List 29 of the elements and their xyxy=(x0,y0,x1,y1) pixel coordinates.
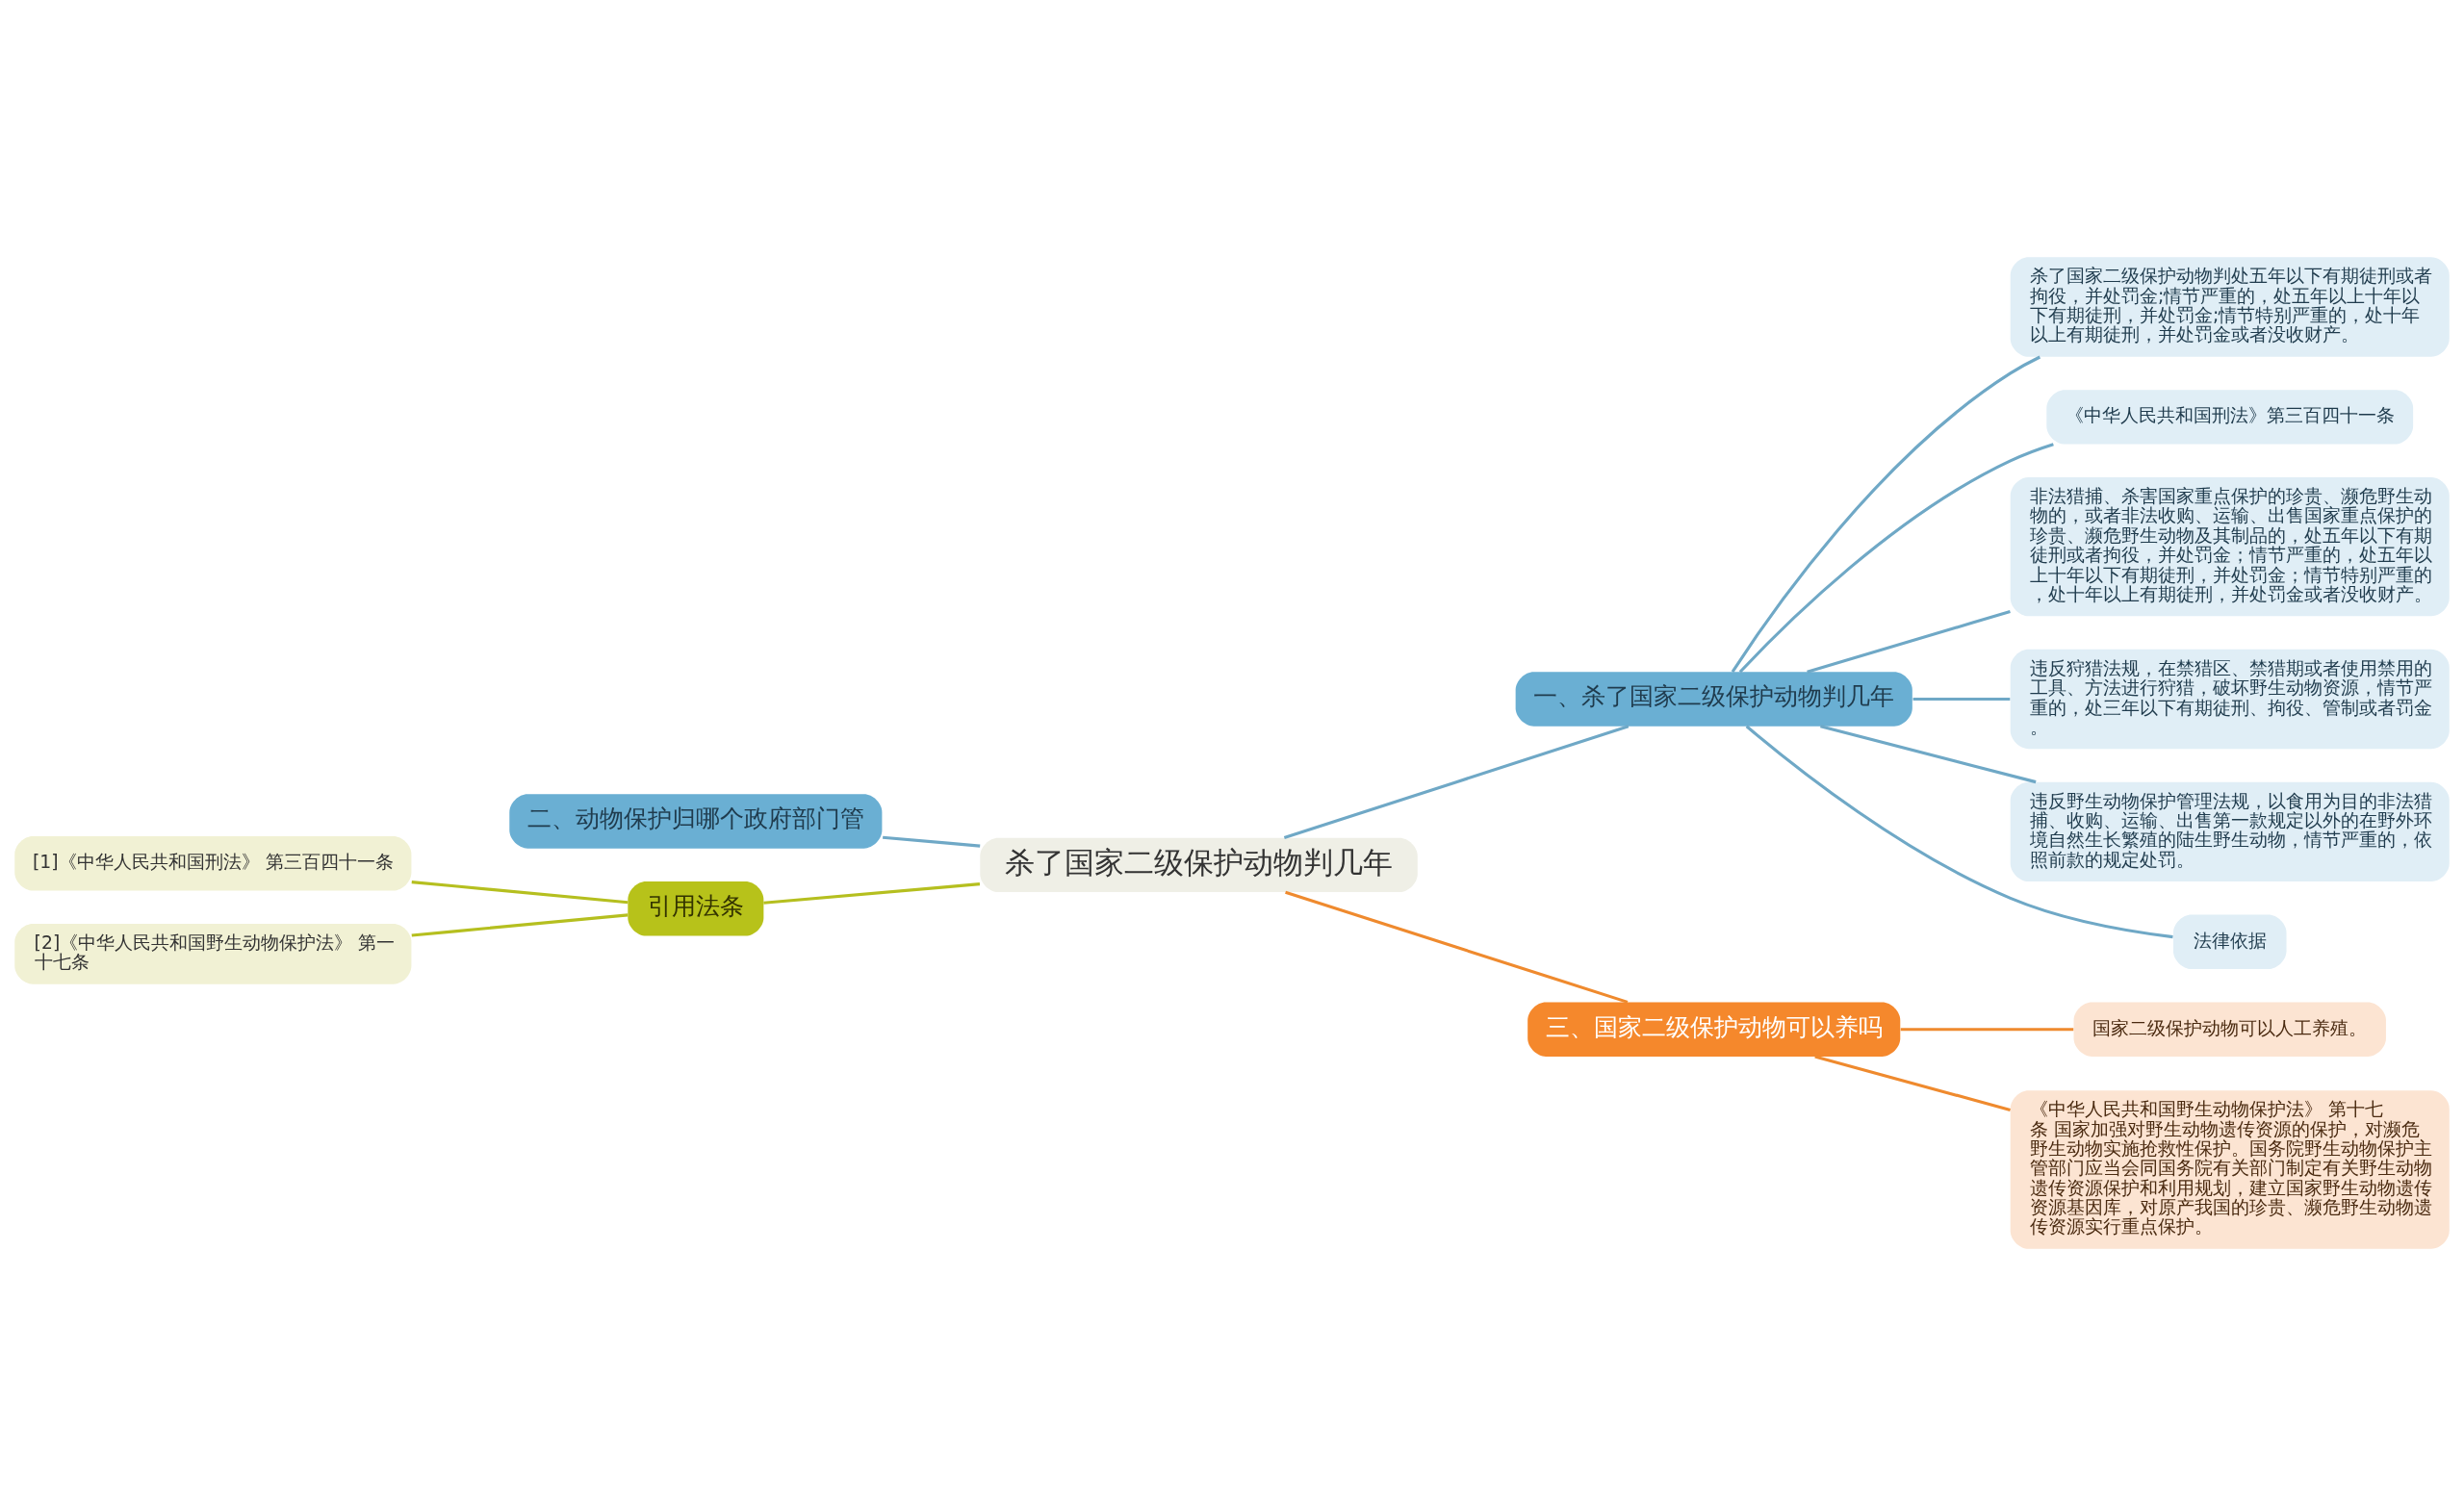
connector xyxy=(1807,610,2011,674)
node-box: 杀了国家二级保护动物判处五年以下有期徒刑或者拘役，并处罚金;情节严重的，处五年以上十年以下有期徒刑，并处罚金;情节特别严重的，处十年以上有期徒刑，并处罚金或者没收财产。 xyxy=(2010,257,2450,357)
node-box: 《中华人民共和国野生动物保护法》 第十七条 国家加强对野生动物遗传资源的保护，对濒危野生动物实施抢救性保护。国务院野生动物保护主管部门应当会同国务院有关部门制定有关野生动物遗传资源保护和利用规划，建立国家野生动物遗传资源基因库，对原产我国的珍贵、濒危野生动物遗传资源实行重点保护。 xyxy=(2010,1090,2450,1249)
connector xyxy=(1731,355,2041,673)
node-box: 法律依据 xyxy=(2172,914,2287,969)
node-box: 杀了国家二级保护动物判几年 xyxy=(980,837,1418,893)
connector xyxy=(1745,725,2173,939)
node-box: 二、动物保护归哪个政府部门管 xyxy=(509,794,883,849)
connector xyxy=(883,835,981,848)
connector xyxy=(1814,1055,2011,1111)
node-box: 一、杀了国家二级保护动物判几年 xyxy=(1515,672,1912,727)
node-box: 非法猎捕、杀害国家重点保护的珍贵、濒危野生动物的，或者非法收购、运输、出售国家重点保护的珍贵、濒危野生动物及其制品的，处五年以下有期徒刑或者拘役，并处罚金；情节严重的，处五年以上十年以下有期徒刑，并处罚金；情节特别严重的，处十年以上有期徒刑，并处罚金或者没收财产。 xyxy=(2010,477,2450,617)
connector xyxy=(411,913,629,937)
connector xyxy=(1912,697,2011,702)
connector xyxy=(1285,890,1629,1004)
node-box: 违反狩猎法规，在禁猎区、禁猎期或者使用禁用的工具、方法进行狩猎，破坏野生动物资源，情节严重的，处三年以下有期徒刑、拘役、管制或者罚金。 xyxy=(2010,649,2450,750)
connector xyxy=(1900,1028,2074,1032)
node-box: 三、国家二级保护动物可以养吗 xyxy=(1527,1002,1901,1057)
node-box: [2]《中华人民共和国野生动物保护法》 第一十七条 xyxy=(14,924,412,984)
node-box: 引用法条 xyxy=(628,881,764,936)
node-box: 《中华人民共和国刑法》第三百四十一条 xyxy=(2046,390,2414,445)
connector xyxy=(1738,443,2054,674)
connector xyxy=(1820,725,2037,784)
connector xyxy=(763,882,981,905)
node-box: [1]《中华人民共和国刑法》 第三百四十一条 xyxy=(14,836,412,891)
node-box: 国家二级保护动物可以人工养殖。 xyxy=(2073,1002,2386,1057)
node-box: 违反野生动物保护管理法规，以食用为目的非法猎捕、收购、运输、出售第一款规定以外的在野外环境自然生长繁殖的陆生野生动物，情节严重的，依照前款的规定处罚。 xyxy=(2010,781,2450,882)
connector xyxy=(411,881,629,905)
connector xyxy=(1283,725,1630,840)
